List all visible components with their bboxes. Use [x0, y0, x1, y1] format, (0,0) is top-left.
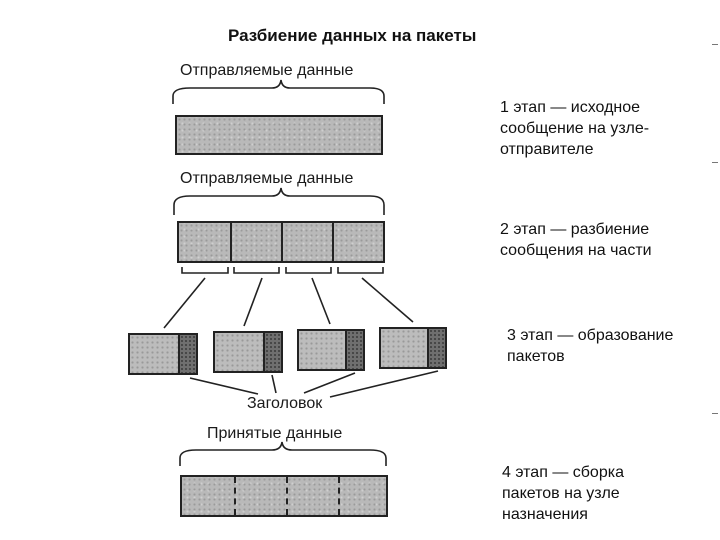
arrow-part-4 [361, 277, 414, 323]
received-divider-1 [182, 477, 236, 515]
brace-received-data [179, 441, 387, 466]
stage-4-caption: 4 этап — сборка пакетов на узле назначен… [502, 462, 624, 525]
packet-header-1 [178, 335, 196, 373]
diagram-title: Разбиение данных на пакеты [228, 26, 477, 45]
packet-header-2 [263, 333, 281, 371]
split-divider-3 [179, 223, 334, 261]
bracket-part-4 [337, 267, 384, 274]
stage-1-line-3: отправителе [500, 141, 594, 158]
stage-2-line-1: 2 этап — разбиение [500, 221, 650, 238]
packet-2 [213, 331, 283, 373]
stage-4-line-1: 4 этап — сборка [502, 464, 624, 481]
header-label: Заголовок [247, 395, 323, 412]
stage-1-line-2: сообщение на узле- [500, 120, 650, 137]
edge-tick-1 [712, 44, 718, 45]
packet-header-3 [345, 331, 363, 369]
packet-header-4 [427, 329, 445, 367]
stage-3-caption: 3 этап — образование пакетов [507, 325, 673, 367]
split-message-bar [177, 221, 385, 263]
stage-4-line-3: назначения [502, 506, 588, 523]
bracket-part-2 [233, 267, 280, 274]
brace-sent-data-2 [173, 187, 385, 215]
stage-1-line-1: 1 этап — исходное [500, 99, 641, 116]
header-connector-3 [303, 372, 356, 394]
edge-tick-2 [712, 162, 718, 163]
stage-2-line-2: сообщения на части [500, 242, 652, 259]
stage-3-line-2: пакетов [507, 348, 565, 365]
split-divider-1 [179, 223, 232, 261]
arrow-part-1 [163, 277, 206, 329]
packet-1 [128, 333, 198, 375]
header-connector-2 [271, 374, 277, 394]
packet-3 [297, 329, 365, 371]
received-divider-2 [182, 477, 288, 515]
received-data-label: Принятые данные [207, 425, 343, 442]
stage-3-line-1: 3 этап — образование [507, 327, 674, 344]
stage-1-caption: 1 этап — исходное сообщение на узле- отп… [500, 97, 649, 160]
sent-data-label-2: Отправляемые данные [180, 170, 354, 187]
bracket-part-1 [181, 267, 229, 274]
header-connector-1 [189, 377, 259, 395]
stage-2-caption: 2 этап — разбиение сообщения на части [500, 219, 652, 261]
edge-tick-3 [712, 413, 718, 414]
header-connector-4 [329, 370, 439, 398]
split-divider-2 [179, 223, 283, 261]
received-divider-3 [182, 477, 340, 515]
sent-data-label-1: Отправляемые данные [180, 62, 354, 79]
arrow-part-3 [311, 277, 331, 325]
received-message-bar [180, 475, 388, 517]
stage-4-line-2: пакетов на узле [502, 485, 620, 502]
packet-4 [379, 327, 447, 369]
arrow-part-2 [243, 277, 263, 327]
bracket-part-3 [285, 267, 332, 274]
original-message-bar [175, 115, 383, 155]
brace-sent-data-1 [172, 79, 385, 104]
